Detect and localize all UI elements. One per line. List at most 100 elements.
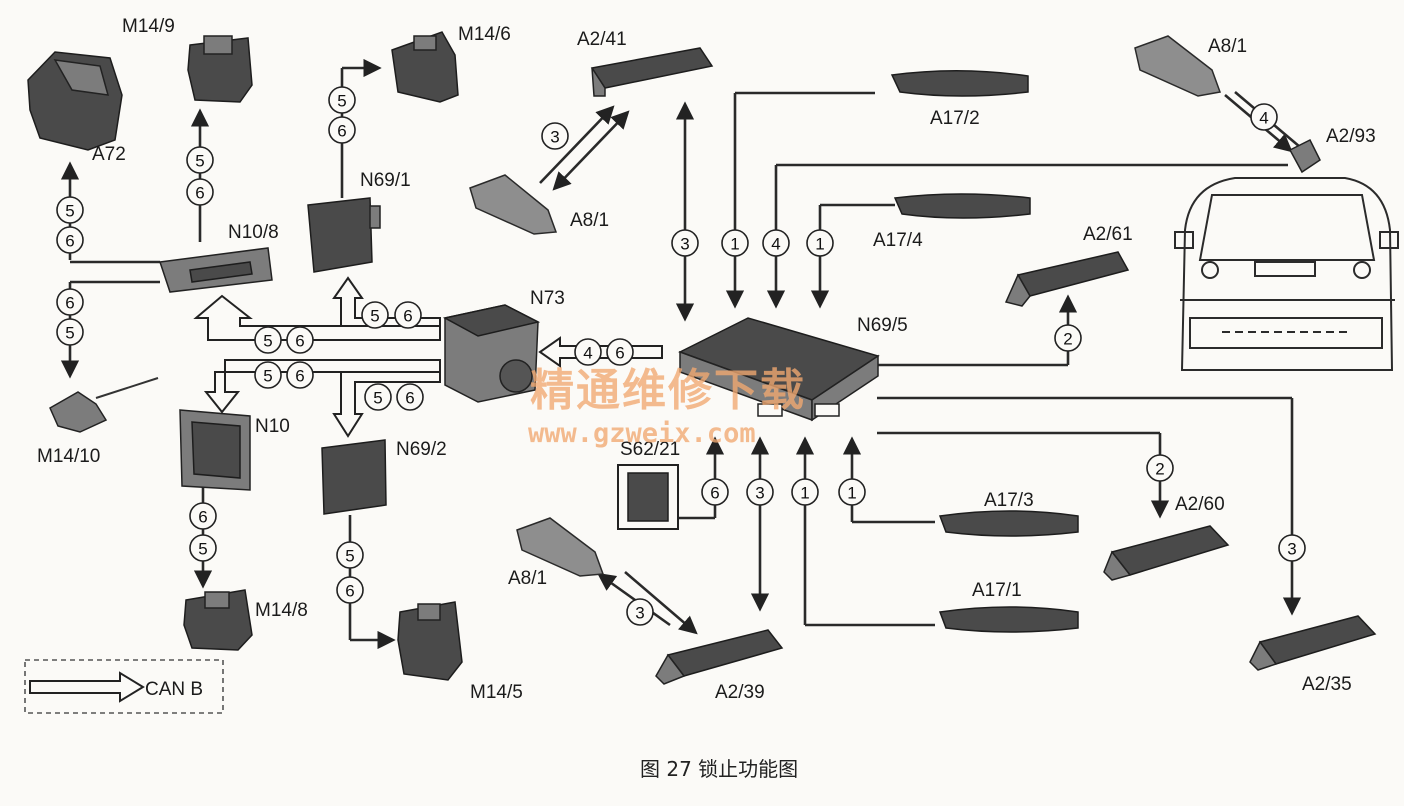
- signal-circle-5: 5: [364, 383, 392, 411]
- label-m14-9: M14/9: [122, 16, 175, 37]
- signal-circle-5: 5: [328, 86, 356, 114]
- signal-circle-number: 4: [1259, 109, 1268, 128]
- label-m14-8: M14/8: [255, 600, 308, 621]
- signal-circle-number: 4: [583, 344, 592, 363]
- signal-circle-1: 1: [721, 229, 749, 257]
- signal-circle-4: 4: [1250, 103, 1278, 131]
- signal-circle-number: 5: [345, 547, 354, 566]
- signal-circle-6: 6: [396, 383, 424, 411]
- label-m14-6: M14/6: [458, 24, 511, 45]
- signal-circle-number: 3: [1287, 540, 1296, 559]
- n69-2-module-icon: [321, 439, 387, 515]
- a2-60-antenna-icon: [1103, 525, 1230, 581]
- label-a8-1-middle: A8/1: [570, 210, 609, 231]
- signal-circle-5: 5: [254, 361, 282, 389]
- a8-1-key-bottom-icon: [516, 517, 605, 577]
- signal-circle-6: 6: [186, 178, 214, 206]
- signal-circle-number: 4: [771, 235, 780, 254]
- signal-circle-4: 4: [762, 229, 790, 257]
- signal-circle-6: 6: [286, 326, 314, 354]
- signal-circle-6: 6: [701, 478, 729, 506]
- signal-circle-number: 3: [635, 604, 644, 623]
- m14-10-actuator-icon: [49, 377, 159, 433]
- signal-circle-number: 6: [295, 367, 304, 386]
- a2-61-antenna-icon: [1004, 251, 1130, 307]
- signal-circle-6: 6: [286, 361, 314, 389]
- a2-93-antenna-icon: [1288, 138, 1321, 174]
- signal-circle-number: 5: [195, 152, 204, 171]
- signal-circle-5: 5: [336, 541, 364, 569]
- label-a2-39: A2/39: [715, 682, 765, 703]
- signal-circle-number: 6: [65, 232, 74, 251]
- signal-circle-number: 2: [1155, 460, 1164, 479]
- signal-circle-4: 4: [574, 338, 602, 366]
- m14-6-actuator-icon: [391, 31, 459, 103]
- signal-circle-number: 6: [337, 122, 346, 141]
- signal-circle-5: 5: [186, 146, 214, 174]
- a17-1-door-handle-icon: [938, 606, 1079, 633]
- signal-circle-5: 5: [361, 301, 389, 329]
- vehicle-rear-view-icon: [1174, 177, 1399, 371]
- signal-circle-number: 6: [295, 332, 304, 351]
- label-m14-5: M14/5: [470, 682, 523, 703]
- signal-circle-number: 2: [1063, 330, 1072, 349]
- signal-circle-3: 3: [671, 229, 699, 257]
- signal-circle-5: 5: [189, 534, 217, 562]
- signal-circle-number: 6: [403, 307, 412, 326]
- can-bus-arrows: [193, 276, 663, 438]
- signal-circle-number: 1: [730, 235, 739, 254]
- signal-circle-number: 3: [755, 484, 764, 503]
- n10-module-icon: [179, 409, 251, 491]
- signal-circle-number: 6: [198, 508, 207, 527]
- signal-circle-number: 6: [710, 484, 719, 503]
- a2-39-antenna-icon: [655, 629, 784, 685]
- signal-circle-number: 5: [65, 202, 74, 221]
- n73-ignition-switch-icon: [442, 304, 541, 403]
- signal-circle-1: 1: [791, 478, 819, 506]
- m14-8-actuator-icon: [183, 589, 253, 651]
- signal-circle-3: 3: [541, 122, 569, 150]
- signal-circle-number: 1: [800, 484, 809, 503]
- label-a17-4: A17/4: [873, 230, 923, 251]
- signal-circle-number: 1: [847, 484, 856, 503]
- signal-circle-number: 6: [345, 582, 354, 601]
- label-a8-1-top: A8/1: [1208, 36, 1247, 57]
- label-a2-41: A2/41: [577, 29, 627, 50]
- label-n69-5: N69/5: [857, 315, 908, 336]
- signal-circle-2: 2: [1054, 324, 1082, 352]
- signal-circle-number: 1: [815, 235, 824, 254]
- signal-circle-number: 6: [405, 389, 414, 408]
- signal-circle-1: 1: [838, 478, 866, 506]
- can-b-legend-label: CAN B: [145, 679, 203, 700]
- signal-circle-5: 5: [56, 196, 84, 224]
- n69-1-module-icon: [307, 197, 381, 273]
- m14-9-actuator-icon: [187, 35, 253, 103]
- a17-4-door-handle-icon: [893, 193, 1031, 219]
- watermark-title: 精通维修下载: [530, 365, 806, 416]
- signal-circle-number: 6: [195, 184, 204, 203]
- signal-circle-1: 1: [806, 229, 834, 257]
- signal-circle-3: 3: [746, 478, 774, 506]
- label-a2-35: A2/35: [1302, 674, 1352, 695]
- label-a2-60: A2/60: [1175, 494, 1225, 515]
- signal-circle-6: 6: [56, 226, 84, 254]
- label-a17-3: A17/3: [984, 490, 1034, 511]
- label-n69-1: N69/1: [360, 170, 411, 191]
- signal-circle-number: 3: [680, 235, 689, 254]
- a8-1-key-top-right-icon: [1134, 35, 1222, 97]
- signal-circle-3: 3: [1278, 534, 1306, 562]
- signal-circle-6: 6: [328, 116, 356, 144]
- signal-circle-number: 5: [198, 540, 207, 559]
- signal-circle-6: 6: [336, 576, 364, 604]
- label-n10-8: N10/8: [228, 222, 279, 243]
- s62-21-switch-icon: [617, 464, 679, 530]
- n69-5-module-icon: [678, 317, 880, 422]
- m14-5-actuator-icon: [397, 601, 463, 681]
- a17-2-door-handle-icon: [890, 70, 1029, 97]
- figure-caption: 图 27 锁止功能图: [640, 757, 798, 781]
- label-a8-1-bottom: A8/1: [508, 568, 547, 589]
- a8-1-key-middle-icon: [469, 174, 558, 235]
- signal-circle-number: 6: [65, 294, 74, 313]
